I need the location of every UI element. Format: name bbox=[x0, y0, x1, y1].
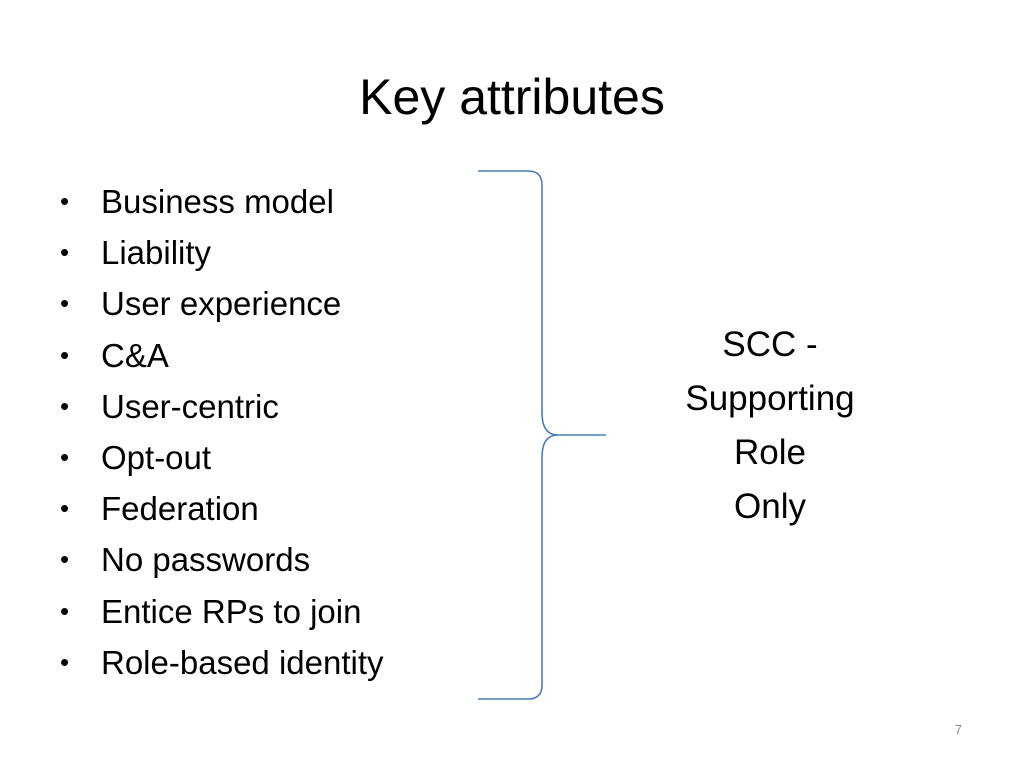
side-caption-line: Supporting bbox=[685, 379, 855, 418]
bullet-item: • Opt-out bbox=[58, 432, 384, 483]
bullet-text: Business model bbox=[101, 183, 334, 220]
bullet-text: C&A bbox=[101, 336, 169, 374]
bullet-item: • Entice RPs to join bbox=[58, 586, 384, 637]
bullet-text: No passwords bbox=[101, 541, 311, 579]
side-caption: SCC - Supporting Role Only bbox=[640, 318, 900, 534]
bullet-item: • User experience bbox=[58, 278, 384, 329]
bullet-text: Role-based identity bbox=[101, 643, 384, 681]
bullet-list: • Business model • Liability • User experie… bbox=[58, 176, 384, 688]
bullet-item: • Business model bbox=[58, 176, 384, 227]
bullet-icon: • bbox=[60, 646, 70, 677]
bullet-item: • C&A bbox=[58, 330, 384, 381]
bullet-icon: • bbox=[60, 595, 70, 626]
bullet-text: Liability bbox=[101, 234, 212, 272]
bullet-icon: • bbox=[60, 186, 70, 216]
side-caption-line: Only bbox=[734, 487, 806, 526]
bullet-icon: • bbox=[60, 339, 70, 370]
bullet-item: • Liability bbox=[58, 227, 384, 278]
bullet-text: Entice RPs to join bbox=[101, 592, 362, 630]
bullet-text: Opt-out bbox=[101, 438, 212, 476]
bullet-item: • User-centric bbox=[58, 381, 384, 432]
side-caption-line: Role bbox=[734, 433, 806, 472]
right-brace-icon bbox=[478, 170, 606, 700]
bullet-text: User experience bbox=[101, 285, 342, 323]
bullet-icon: • bbox=[60, 441, 70, 472]
page-number: 7 bbox=[954, 722, 962, 737]
bullet-icon: • bbox=[60, 237, 70, 268]
bullet-icon: • bbox=[60, 288, 70, 319]
bullet-item: • Federation bbox=[58, 483, 384, 534]
bullet-text: User-centric bbox=[101, 387, 279, 425]
bullet-icon: • bbox=[60, 493, 70, 524]
bullet-text: Federation bbox=[101, 490, 259, 528]
bullet-icon: • bbox=[60, 544, 70, 575]
slide-title: Key attributes bbox=[359, 69, 665, 125]
bullet-icon: • bbox=[60, 390, 70, 421]
side-caption-line: SCC - bbox=[722, 325, 818, 364]
bullet-item: • No passwords bbox=[58, 534, 384, 585]
bullet-item: • Role-based identity bbox=[58, 637, 384, 688]
